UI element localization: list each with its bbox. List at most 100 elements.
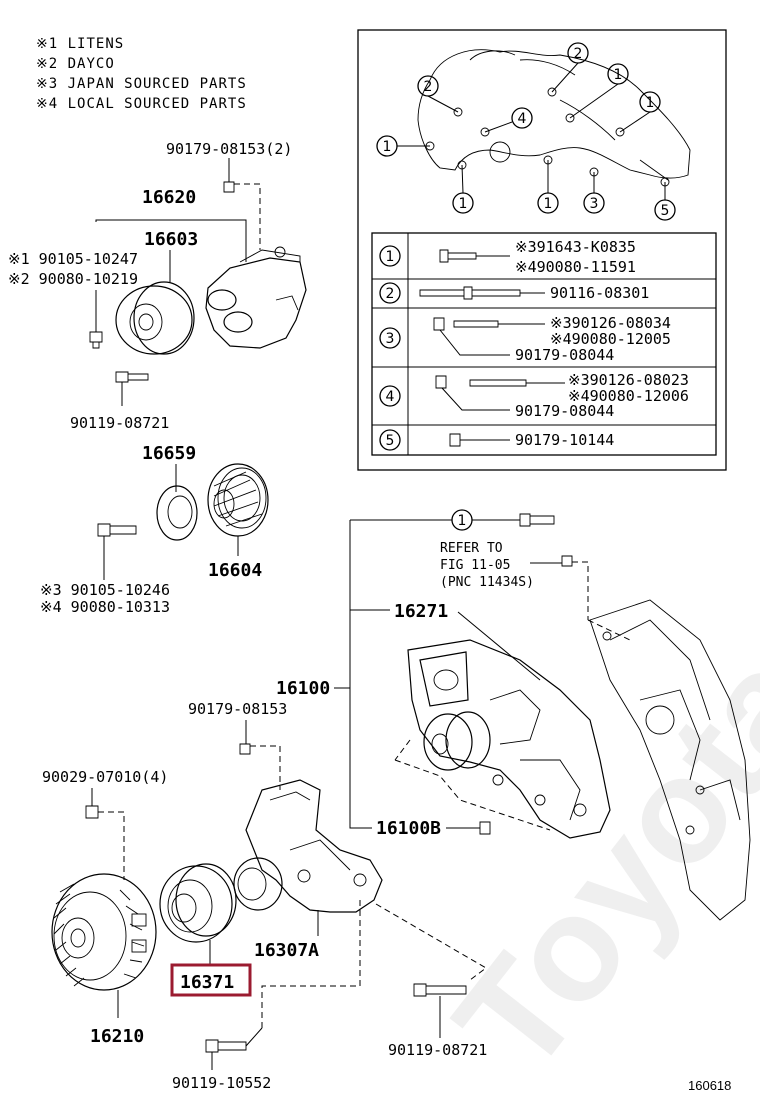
row-num-2: 2 [386,286,395,302]
callout-1-main-text: 1 [458,513,467,529]
row-4-line-1: ※390126-08023 [568,371,689,389]
label-90080-10219: ※2 90080-10219 [8,270,138,288]
callout-1a [607,63,629,85]
label-90119-08721-b: 90119-08721 [388,1041,487,1059]
table-row: 4 ※390126-08023 ※490080-12006 90179-0804… [379,371,689,420]
callout-3 [583,192,605,214]
table-row: 1 ※391643-K0835 ※490080-11591 [379,238,636,276]
callout-4-text: 4 [518,111,527,127]
label-16659: 16659 [142,443,196,464]
inset-panel: 2 2 1 1 4 1 1 1 3 [357,29,727,471]
engine-block-sketch [587,599,751,921]
diagram-number: 160618 [688,1078,731,1093]
callout-1e [537,192,559,214]
label-16271: 16271 [394,601,448,622]
bolt-90119-08721-b [413,983,467,997]
label-90179-08153: 90179-08153 [188,700,287,718]
inset-frame [357,29,727,471]
cover-plate-16659 [156,485,198,541]
tensioner-body [205,246,307,349]
callout-5 [654,199,676,221]
pulley-16604 [207,463,269,537]
label-90179-08153-2: 90179-08153(2) [166,140,292,158]
callout-2b [567,42,589,64]
nut-90029-07010 [85,805,99,819]
callout-1c [376,135,398,157]
note-4: ※4 LOCAL SOURCED PARTS [36,96,247,112]
label-90119-08721-a: 90119-08721 [70,414,169,432]
row-3-line-3: 90179-08044 [515,346,614,364]
idler-pulley [115,281,195,355]
tensioner-group: 90179-08153(2) 16620 16603 ※1 90105-1024… [8,140,307,432]
crank-pulley-group: 16659 16604 ※3 90105-10246 ※4 90080-1031… [40,443,269,616]
fastener-table: 1 ※391643-K0835 ※490080-11591 2 90116-08… [371,232,717,456]
row-num-3: 3 [386,331,395,347]
callout-1c-text: 1 [383,139,392,155]
row-3-line-2: ※490080-12005 [550,330,671,348]
callout-1d-text: 1 [459,196,468,212]
row-3-line-1: ※390126-08034 [550,314,671,332]
label-16100B: 16100B [376,818,441,839]
bolt-callout-1 [519,513,555,527]
callout-2a [417,75,439,97]
callout-1d [452,192,474,214]
refer-line-2: FIG 11-05 [440,558,510,573]
callout-1b-text: 1 [646,95,655,111]
fan-clutch-16210 [51,873,157,991]
callout-2b-text: 2 [574,46,583,62]
label-16210: 16210 [90,1026,144,1047]
water-pump-group: 1 REFER TO FIG 11-05 (PNC 11434S) 16271 … [276,509,751,921]
callout-3-text: 3 [590,196,599,212]
plug-16100B [479,821,491,835]
label-16307A: 16307A [254,940,319,961]
water-pump [394,639,611,839]
note-3: ※3 JAPAN SOURCED PARTS [36,76,247,92]
row-num-5: 5 [386,433,395,449]
row-4-line-3: 90179-08044 [515,402,614,420]
label-90119-10552: 90119-10552 [172,1074,271,1092]
callout-1e-text: 1 [544,196,553,212]
label-16604: 16604 [208,560,262,581]
table-row: 5 90179-10144 [379,429,614,451]
bolt-90105-10246 [97,523,137,537]
callout-1a-text: 1 [614,67,623,83]
row-2-line-1: 90116-08301 [550,284,649,302]
note-1: ※1 LITENS [36,36,124,52]
inset-callouts: 2 2 1 1 4 1 1 1 3 [376,42,676,221]
bolt-90119-08721 [115,371,149,383]
label-16620: 16620 [142,187,196,208]
refer-line-1: REFER TO [440,541,503,556]
note-2: ※2 DAYCO [36,56,115,72]
row-num-4: 4 [386,389,395,405]
fan-bracket-16307A [233,779,383,913]
timing-cover-sketch [417,49,691,187]
nut-90179-08153 [223,181,235,193]
fan-pulley-16371 [159,863,237,943]
row-4-line-2: ※490080-12006 [568,387,689,405]
label-16603: 16603 [144,229,198,250]
label-90105-10246: ※3 90105-10246 [40,581,170,599]
refer-line-3: (PNC 11434S) [440,575,534,590]
callout-4 [511,107,533,129]
row-5-line-1: 90179-10144 [515,431,614,449]
label-90105-10247: ※1 90105-10247 [8,250,138,268]
label-90029-07010: 90029-07010(4) [42,768,168,786]
label-90080-10313: ※4 90080-10313 [40,598,170,616]
callout-2a-text: 2 [424,79,433,95]
notes-legend: ※1 LITENS ※2 DAYCO ※3 JAPAN SOURCED PART… [36,36,247,112]
nut-90179-08153-b [239,743,251,755]
row-1-line-2: ※490080-11591 [515,258,636,276]
row-1-line-1: ※391643-K0835 [515,238,636,256]
callout-5-text: 5 [661,203,670,219]
label-16100: 16100 [276,678,330,699]
table-row: 2 90116-08301 [379,282,649,304]
label-16371: 16371 [180,972,234,993]
table-frame [371,232,717,456]
fan-bracket-group: 90179-08153 90029-07010(4) 16307A [42,700,487,1092]
callout-1b [639,91,661,113]
nut-refer [561,555,573,567]
table-row: 3 ※390126-08034 ※490080-12005 90179-0804… [379,314,671,364]
bolt-90119-10552 [205,1039,247,1053]
